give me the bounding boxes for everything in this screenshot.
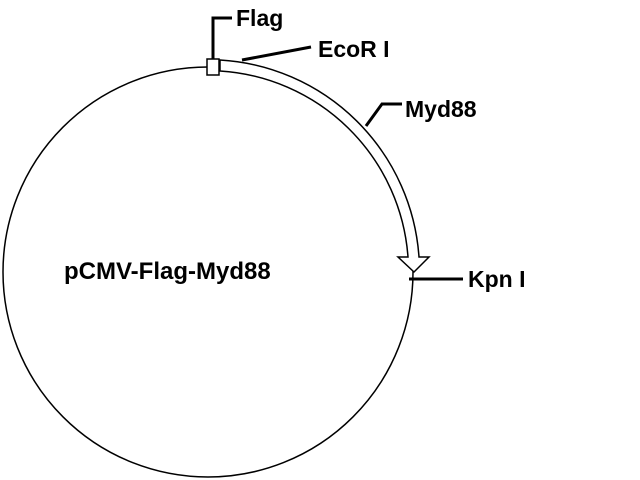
flag-leader-line (211, 16, 232, 59)
ecori-site-line (241, 45, 312, 62)
ecori-label: EcoR I (318, 36, 390, 62)
flag-tag-box (206, 58, 220, 76)
myd88-label: Myd88 (405, 96, 477, 122)
plasmid-name-label: pCMV-Flag-Myd88 (64, 258, 271, 285)
kpni-label: Kpn I (468, 266, 526, 292)
myd88-leader-line (364, 102, 402, 127)
flag-label: Flag (236, 5, 283, 31)
myd88-insert-arrow (219, 59, 431, 274)
